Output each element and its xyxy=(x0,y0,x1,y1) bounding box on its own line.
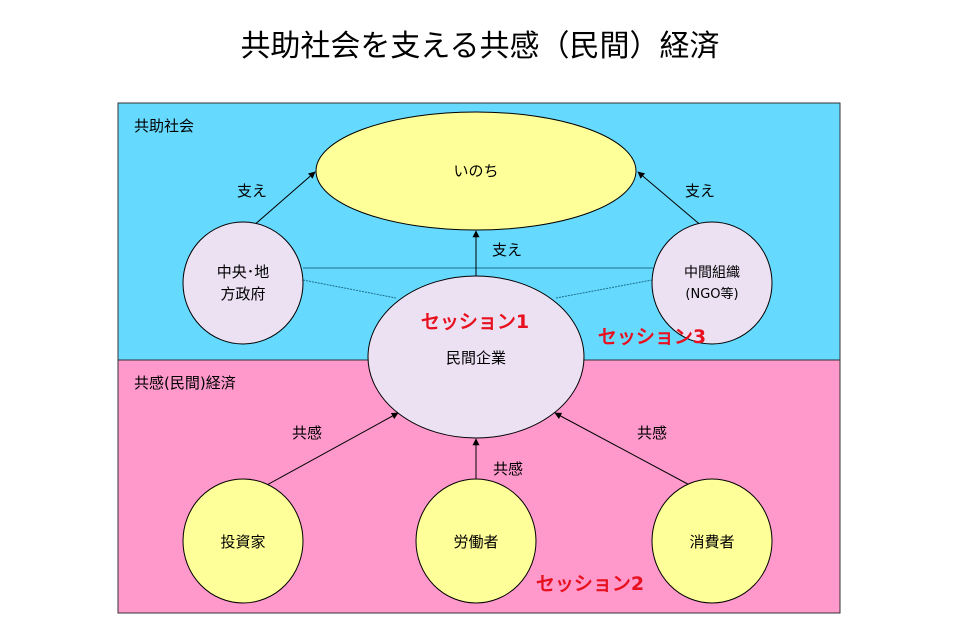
node-worker-label: 労働者 xyxy=(453,533,498,551)
node-government-label-2: 方政府 xyxy=(220,285,265,303)
session-3-label: セッション3 xyxy=(598,326,706,348)
upper-region-label: 共助社会 xyxy=(134,117,194,135)
arrow-support-left xyxy=(244,171,316,234)
node-worker xyxy=(415,478,537,604)
node-investor xyxy=(182,478,304,604)
session-1-label: セッション1 xyxy=(421,311,529,333)
node-government xyxy=(182,221,304,345)
edge-label-support-left: 支え xyxy=(237,182,267,200)
lower-region-label: 共感(民間)経済 xyxy=(134,374,236,392)
node-consumer-label: 消費者 xyxy=(689,533,734,551)
page-title: 共助社会を支える共感（民間）経済 xyxy=(240,29,719,64)
edge-label-empathy-center: 共感 xyxy=(493,460,523,478)
node-life xyxy=(315,111,637,231)
dotted-connector-right xyxy=(555,279,653,299)
node-intermediate-label-2: (NGO等) xyxy=(685,286,738,302)
node-government-label-1: 中央･地 xyxy=(217,263,270,281)
node-private-company-label: 民間企業 xyxy=(446,349,506,367)
edge-label-empathy-right: 共感 xyxy=(637,424,667,442)
node-life-label: いのち xyxy=(453,162,498,180)
node-investor-label: 投資家 xyxy=(220,533,265,551)
session-2-label: セッション2 xyxy=(536,573,644,595)
arrow-support-right xyxy=(637,171,711,234)
node-private-company xyxy=(367,275,585,439)
node-consumer xyxy=(651,478,773,604)
node-intermediate-org xyxy=(651,221,773,345)
edge-label-empathy-left: 共感 xyxy=(292,424,322,442)
edge-label-support-center: 支え xyxy=(492,241,522,259)
arrow-empathy-left xyxy=(244,412,399,498)
edge-label-support-right: 支え xyxy=(685,182,715,200)
arrow-empathy-right xyxy=(554,412,713,498)
node-intermediate-label-1: 中間組織 xyxy=(684,265,740,281)
dotted-connector-left xyxy=(302,279,397,299)
